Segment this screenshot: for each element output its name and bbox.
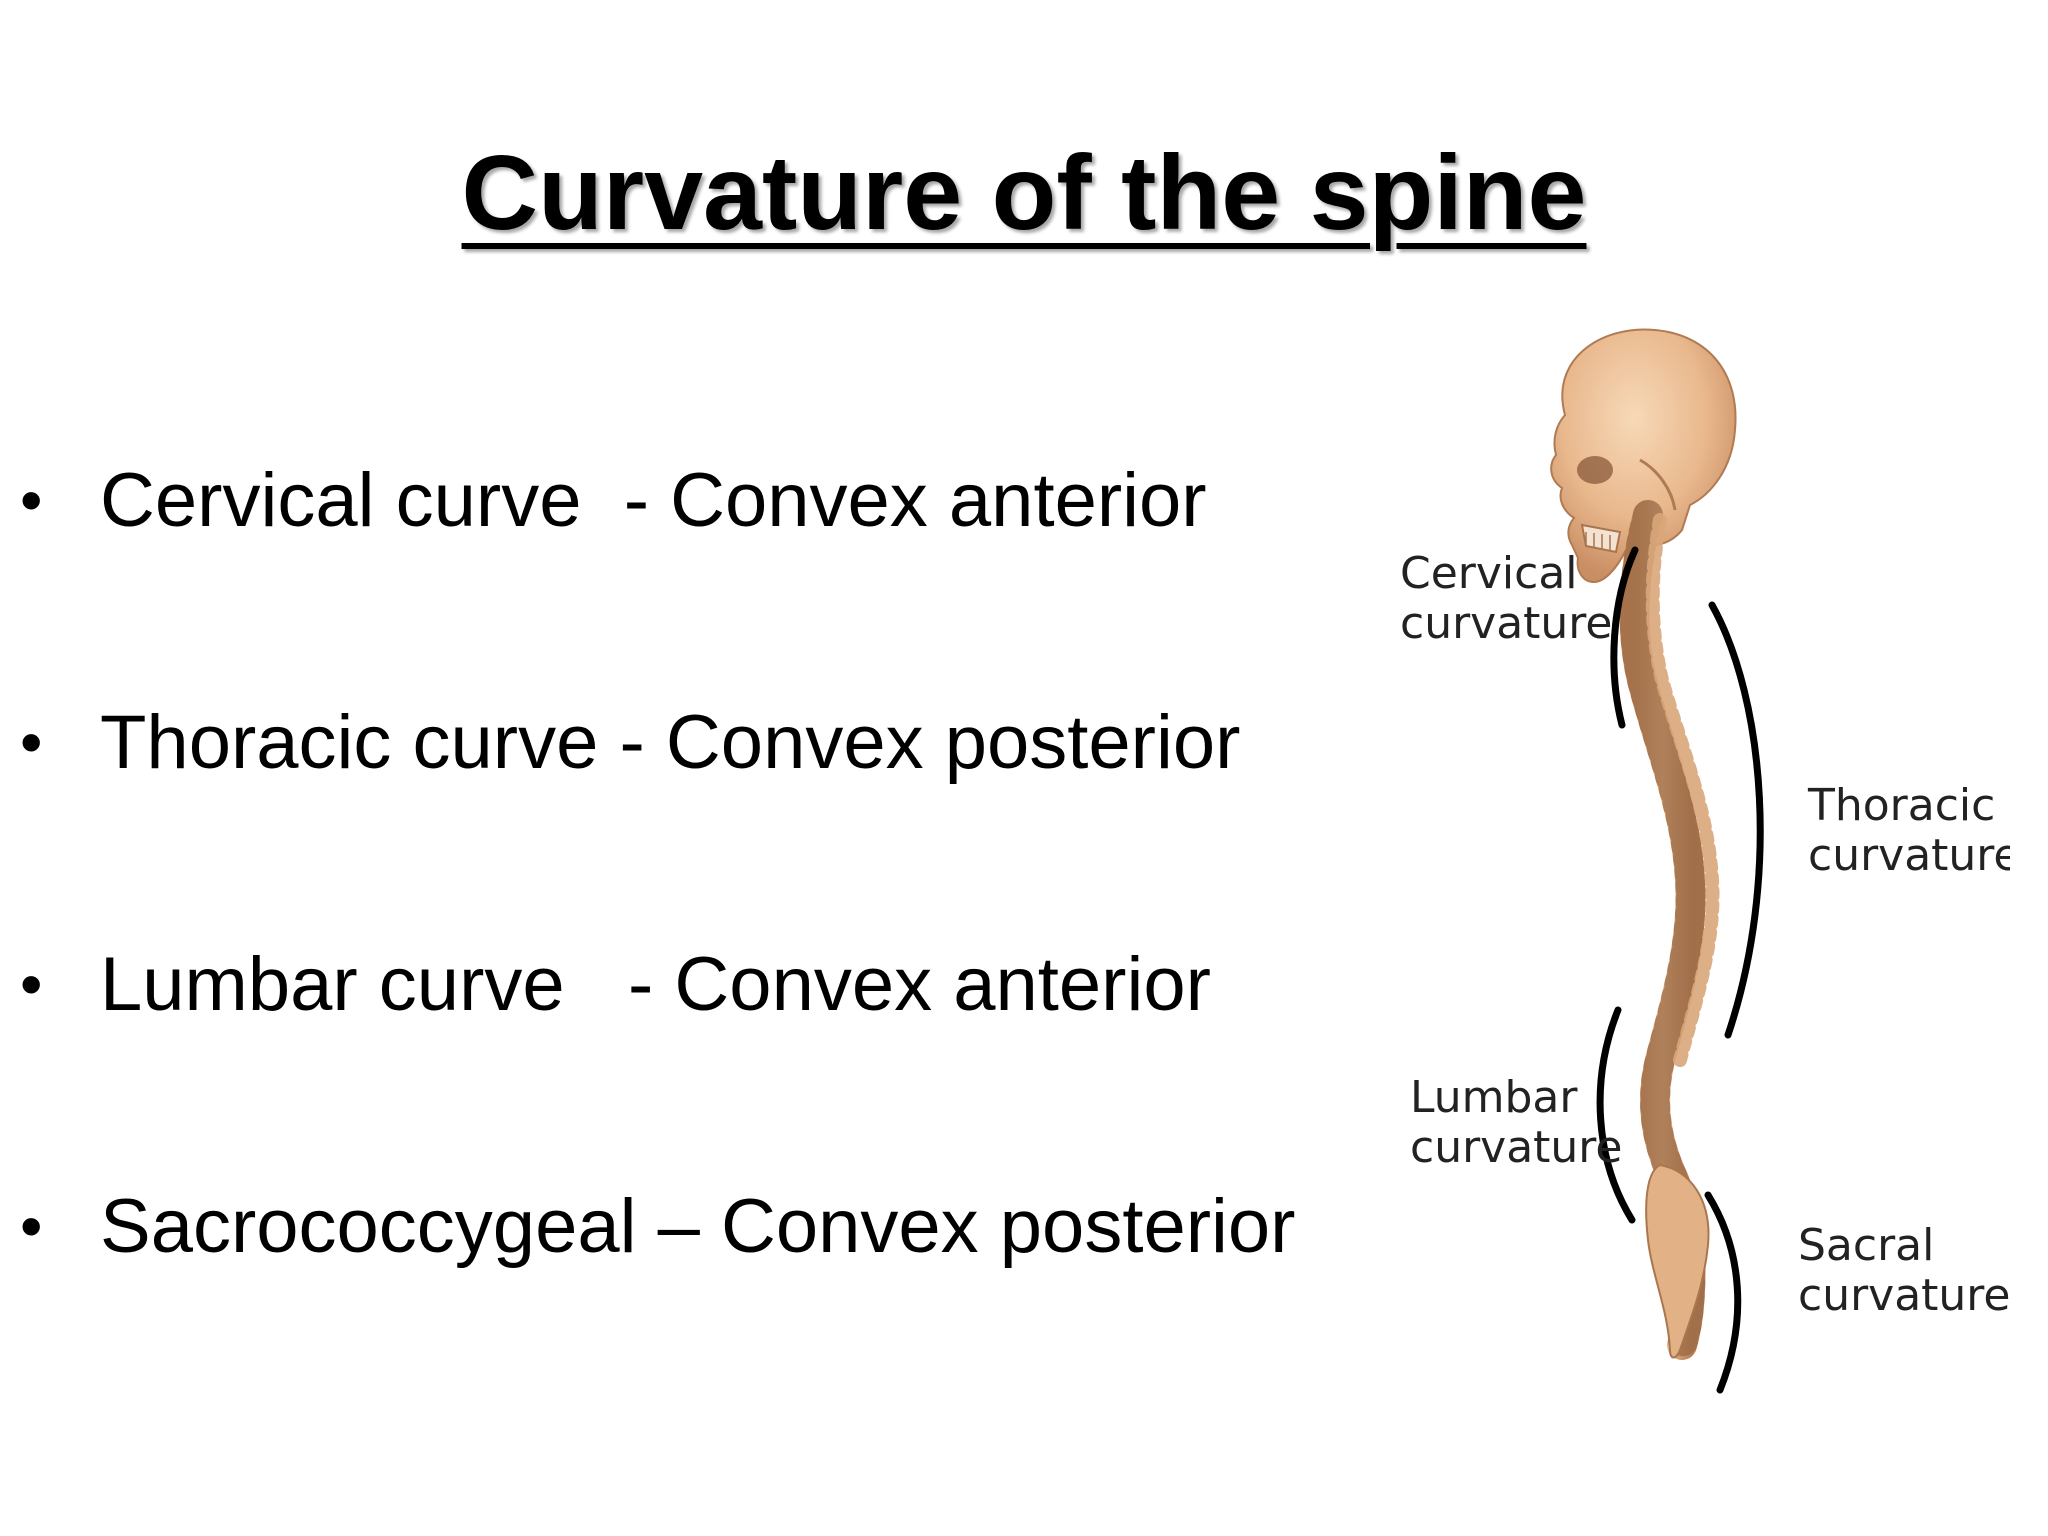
- cervical-label-line2: curvature: [1400, 598, 1613, 649]
- bullet-dot-icon: •: [20, 464, 43, 536]
- lumbar-label-line2: curvature: [1410, 1122, 1623, 1173]
- lumbar-label-line1: Lumbar: [1410, 1072, 1578, 1123]
- cervical-bracket: [1610, 546, 1639, 729]
- spine-illustration: Cervical curvature Thoracic curvature Lu…: [1400, 328, 2010, 1394]
- sacral-label-line2: curvature: [1798, 1270, 2010, 1321]
- vertebral-column: [1619, 500, 1720, 1360]
- sacral-label-line1: Sacral: [1798, 1220, 1934, 1271]
- thoracic-bracket: [1708, 601, 1764, 1039]
- bullet-text: Cervical curve - Convex anterior: [100, 457, 1207, 543]
- sacral-bracket: [1704, 1191, 1742, 1394]
- bullet-text: Sacrococcygeal – Convex posterior: [100, 1183, 1296, 1269]
- skull-icon: [1550, 328, 1737, 584]
- bullet-dot-icon: •: [20, 948, 43, 1020]
- lumbar-bracket: [1596, 1006, 1636, 1224]
- bullet-text: Thoracic curve - Convex posterior: [100, 699, 1241, 785]
- bullet-item-thoracic: • Thoracic curve - Convex posterior: [20, 692, 1240, 792]
- bullet-dot-icon: •: [20, 706, 43, 778]
- bullet-item-sacrococcygeal: • Sacrococcygeal – Convex posterior: [20, 1176, 1295, 1276]
- curvature-brackets: [1596, 546, 1764, 1394]
- thoracic-label-line2: curvature: [1808, 830, 2010, 881]
- bullet-dot-icon: •: [20, 1190, 43, 1262]
- bullet-item-lumbar: • Lumbar curve - Convex anterior: [20, 934, 1211, 1034]
- slide-title-text: Curvature of the spine: [461, 134, 1587, 252]
- bullet-text: Lumbar curve - Convex anterior: [100, 941, 1211, 1027]
- cervical-label-line1: Cervical: [1400, 548, 1578, 599]
- bullet-item-cervical: • Cervical curve - Convex anterior: [20, 450, 1207, 550]
- slide-title: Curvature of the spine: [0, 135, 2048, 252]
- thoracic-label-line1: Thoracic: [1807, 780, 1995, 831]
